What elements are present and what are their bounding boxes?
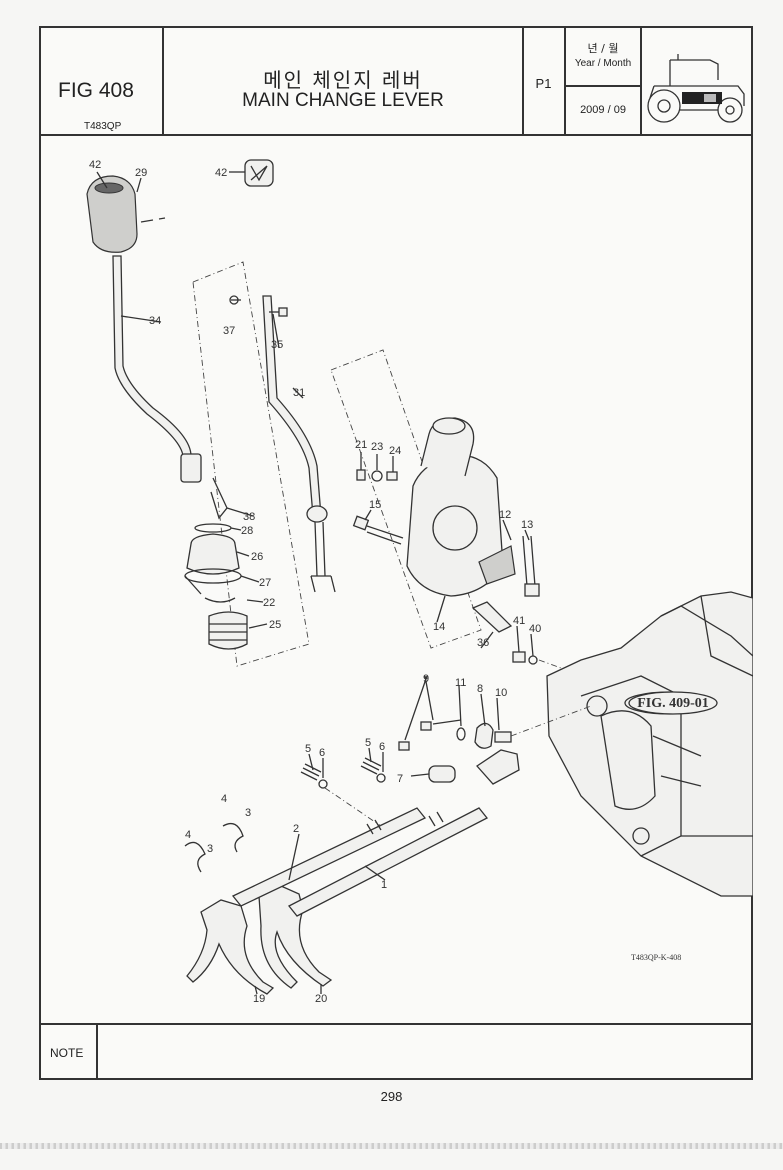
parts-diagram: FIG. 409-01 T483QP-K-408 1 2 3 3 4 4 5 5…: [86, 159, 753, 1005]
fig-number: FIG 408: [58, 79, 134, 102]
part-label: 8: [477, 683, 483, 695]
part-label: 5: [365, 737, 371, 749]
part-labels: 1 2 3 3 4 4 5 5 6 6 7 8 9 10 11 12 13 14…: [89, 159, 541, 1005]
shift-knob: [86, 175, 166, 253]
title-korean: 메인 체인지 레버: [263, 68, 423, 92]
part-label: 31: [293, 387, 305, 399]
year-month-korean: 년 / 월: [587, 42, 619, 55]
part-label: 3: [207, 843, 213, 855]
part-label: 21: [355, 439, 367, 451]
part-label: 41: [513, 615, 525, 627]
date-divider: [564, 85, 641, 87]
part-label: 37: [223, 325, 235, 337]
part-label: 2: [293, 823, 299, 835]
part-label: 38: [243, 511, 255, 523]
part-label: 28: [241, 525, 253, 537]
part-label: 26: [251, 551, 263, 563]
part-label: 4: [221, 793, 227, 805]
part-label: 29: [135, 167, 147, 179]
page-code: P1: [535, 76, 552, 91]
part-label: 22: [263, 597, 275, 609]
drawing-code: T483QP-K-408: [631, 953, 681, 962]
part-label: 3: [245, 807, 251, 819]
year-month-english: Year / Month: [574, 58, 632, 69]
part-label: 11: [455, 677, 466, 689]
part-label: 20: [315, 993, 327, 1005]
part-label: 4: [185, 829, 191, 841]
part-label: 42: [215, 167, 227, 179]
part-label: 19: [253, 993, 265, 1005]
part-label: 27: [259, 577, 271, 589]
header-col-4: [640, 26, 642, 136]
transmission-housing: [546, 591, 753, 897]
note-divider: [39, 1023, 753, 1025]
title-english: MAIN CHANGE LEVER: [242, 90, 444, 111]
fig-callout-label: FIG. 409-01: [637, 696, 709, 711]
part-label: 15: [369, 499, 381, 511]
model-code: T483QP: [84, 121, 122, 132]
part-label: 25: [269, 619, 281, 631]
part-label: 5: [305, 743, 311, 755]
tractor-icon: [647, 54, 745, 123]
part-label: 14: [433, 621, 445, 633]
header-col-1: [162, 26, 164, 136]
header-col-3: [564, 26, 566, 136]
part-label: 7: [397, 773, 403, 785]
header-col-2: [522, 26, 524, 136]
part-label: 12: [499, 509, 511, 521]
part-label: 10: [495, 687, 507, 699]
part-label: 42: [89, 159, 101, 171]
part-label: 13: [521, 519, 533, 531]
page-frame: [39, 26, 753, 1080]
emblem-badge: [229, 159, 274, 187]
scan-artifact: [0, 1143, 783, 1149]
part-label: 35: [271, 339, 283, 351]
part-label: 23: [371, 441, 383, 453]
note-label: NOTE: [50, 1046, 84, 1060]
note-col: [96, 1024, 98, 1080]
issue-date: 2009 / 09: [580, 104, 626, 116]
part-label: 24: [389, 445, 401, 457]
header-divider: [39, 134, 753, 136]
part-label: 1: [381, 879, 387, 891]
page-number: 298: [380, 1089, 403, 1104]
part-label: 40: [529, 623, 541, 635]
part-label: 6: [379, 741, 385, 753]
part-label: 6: [319, 747, 325, 759]
